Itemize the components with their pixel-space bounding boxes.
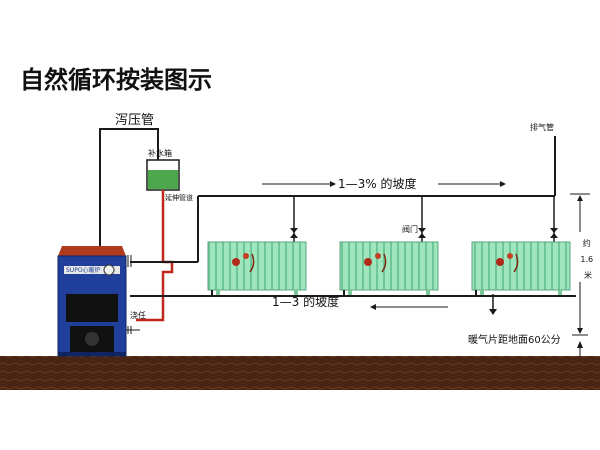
water-tank-label: 补水箱: [148, 148, 172, 158]
exhaust-pipe-label: 排气管: [530, 122, 554, 132]
bottom-slope-arrowhead: [370, 304, 376, 310]
expansion-pipe: [136, 190, 174, 322]
valve-icon: [290, 228, 558, 238]
radiator-height-note: 暖气片距地面60公分: [468, 333, 561, 346]
radiator: [207, 241, 307, 295]
overflow-pipe-label: 泻压管: [115, 113, 154, 128]
height-note: 约 1.6 米: [580, 238, 595, 280]
height-arrow-up-2: [577, 341, 583, 348]
supply-pipe: [130, 136, 556, 263]
overflow-pipe: [99, 128, 159, 250]
height-arrow-down: [577, 328, 583, 334]
water-tank: [146, 159, 180, 191]
diagram-title: 自然循环按装图示: [20, 66, 212, 94]
ground: [0, 356, 600, 390]
fill-label: 浇任: [130, 310, 146, 320]
radiator: [339, 241, 439, 295]
expansion-pipe-label: 延伸管道: [165, 193, 193, 202]
bottom-slope-label: 1—3 的坡度: [272, 294, 339, 309]
radiator: [471, 241, 571, 295]
height-marker: [570, 193, 590, 356]
boiler: [57, 246, 127, 357]
fill-valve-icon: [124, 255, 140, 334]
top-slope-label: 1—3% 的坡度: [338, 176, 417, 191]
top-slope-arrowhead-2: [500, 181, 506, 187]
valve-label: 阀门: [402, 224, 418, 234]
boiler-brand: SUPO心暖炉: [66, 266, 101, 274]
height-arrow-up: [577, 195, 583, 201]
top-slope-arrowhead: [330, 181, 336, 187]
radiator-height-arrowhead: [489, 309, 497, 315]
return-pipe: [130, 290, 576, 297]
